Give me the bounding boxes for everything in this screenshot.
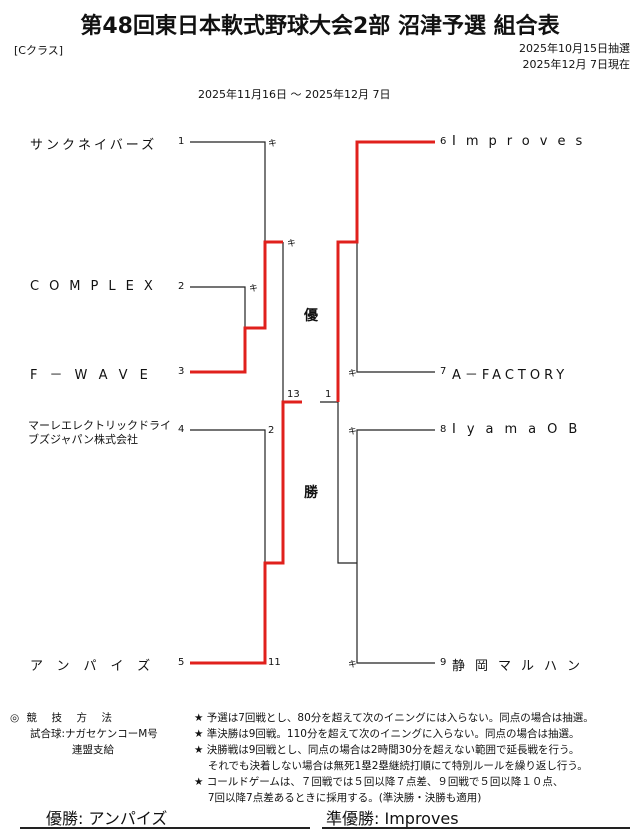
team-name-5: アンパイズ [30, 659, 165, 674]
score-team4: 2 [268, 425, 275, 436]
team-no-4: 4 [178, 424, 185, 435]
line-team8-9 [356, 429, 435, 664]
team-no-5: 5 [178, 657, 185, 668]
runner-up-result: 準優勝: Improves [326, 809, 459, 828]
win-line-team3 [190, 240, 283, 374]
team-name-1: サンクネイバーズ [30, 138, 158, 153]
win-line-team6 [336, 140, 435, 402]
team-name-4-line1: マーレエレクトリックドライ [28, 419, 171, 432]
team-no-6: 6 [440, 136, 447, 147]
rule-item: ★ 予選は7回戦とし、80分を超えて次のイニングには入らない。同点の場合は抽選。 [194, 712, 594, 724]
rules-heading: ◎ 競 技 方 法 [10, 712, 114, 724]
rule-item: ★ コールドゲームは、７回戦では５回以降７点差、９回戦で５回以降１０点、 [194, 776, 564, 788]
line-team1 [190, 141, 266, 242]
team-name-8: IyamaOB [452, 422, 589, 437]
rule-item: ★ 準決勝は9回戦。110分を超えて次のイニングに入らない。同点の場合は抽選。 [194, 728, 580, 740]
period: 2025年11月16日 ～ 2025年12月 7日 [198, 88, 391, 101]
rule-item: ★ 決勝戦は9回戦とし、同点の場合は2時間30分を超えない範囲で延長戦を行う。 [194, 744, 580, 756]
champion-char-2: 勝 [304, 485, 318, 501]
score-team5: 11 [268, 657, 281, 668]
runner-up-underline [322, 827, 630, 829]
rule-item: それでも決着しない場合は無死1塁2塁継続打順にて特別ルールを繰り返し行う。 [194, 760, 588, 772]
score-final-right: 1 [325, 389, 332, 400]
page-title: 第48回東日本軟式野球大会2部 沼津予選 組合表 [80, 14, 560, 39]
rules-supply: 連盟支給 [72, 744, 114, 756]
team-name-6: Improves [452, 134, 593, 149]
class-label: [Cクラス] [14, 44, 64, 57]
team-no-9: 9 [440, 657, 447, 668]
team-name-4: マーレエレクトリックドライ ブズジャパン株式会社 [28, 419, 171, 447]
score-semi-left: 13 [287, 389, 300, 400]
line-team4 [190, 429, 266, 563]
forfeit-mark: キ [249, 284, 259, 294]
rules-list: ★ 予選は7回戦とし、80分を超えて次のイニングには入らない。同点の場合は抽選。… [194, 710, 594, 806]
team-no-3: 3 [178, 366, 185, 377]
team-name-4-line2: ブズジャパン株式会社 [28, 433, 138, 446]
forfeit-mark: キ [348, 660, 358, 670]
team-no-2: 2 [178, 281, 185, 292]
rules-ball: 試合球:ナガセケンコーM号 [30, 728, 158, 740]
team-no-1: 1 [178, 136, 185, 147]
team-no-7: 7 [440, 366, 447, 377]
draw-date: 2025年10月15日抽選 [519, 42, 630, 55]
team-name-9: 静岡マルハン [452, 659, 591, 674]
winner-underline [20, 827, 310, 829]
line-team7 [356, 242, 435, 373]
forfeit-mark: キ [287, 239, 297, 249]
team-name-2: COMPLEX [30, 279, 163, 294]
winner-result: 優勝: アンパイズ [46, 809, 168, 828]
forfeit-mark: キ [348, 427, 358, 437]
champion-char-1: 優 [304, 308, 318, 324]
team-name-7: A－FACTORY [452, 368, 569, 383]
line-team2 [190, 286, 246, 328]
forfeit-mark: キ [268, 139, 278, 149]
win-line-team5 [190, 400, 302, 665]
team-no-8: 8 [440, 424, 447, 435]
as-of-date: 2025年12月 7日現在 [522, 58, 631, 71]
line-final-right [320, 401, 357, 564]
forfeit-mark: キ [348, 369, 358, 379]
team-name-3: F－WAVE [30, 368, 160, 383]
rule-item: 7回以降7点差あるときに採用する。(準決勝・決勝も適用) [194, 792, 482, 804]
